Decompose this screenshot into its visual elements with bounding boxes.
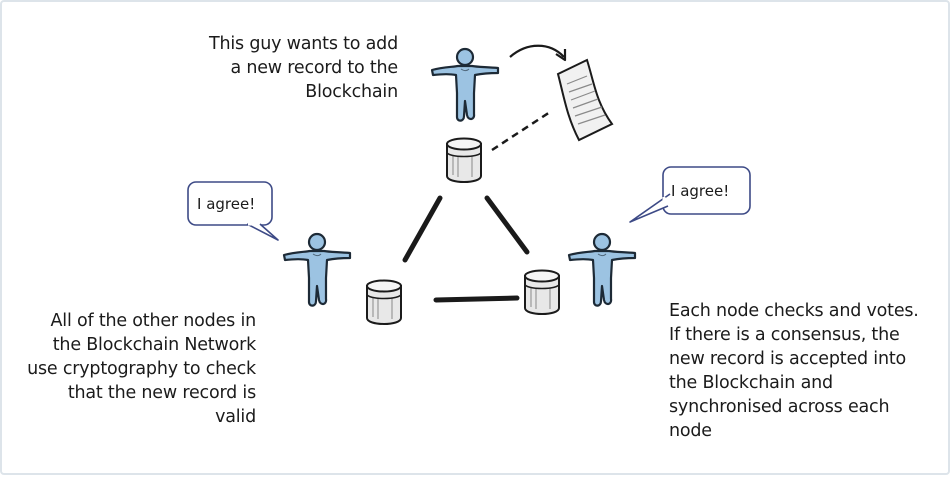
caption-line: All of the other nodes in: [50, 311, 257, 331]
speech-bubble-right: [629, 166, 751, 223]
submitter-caption: This guy wants to add a new record to th…: [152, 32, 398, 104]
record-dashed-link: [491, 110, 551, 152]
record-document-icon: [556, 58, 614, 142]
caption-line: node: [669, 421, 712, 441]
caption-line: the Blockchain Network: [52, 335, 256, 355]
caption-line: the Blockchain and: [669, 373, 833, 393]
consensus-caption: Each node checks and votes. If there is …: [669, 299, 939, 443]
caption-line: new record is accepted into: [669, 349, 907, 369]
bubble-right-text: I agree!: [671, 182, 730, 200]
database-icon-right: [524, 269, 560, 315]
bubble-left-text: I agree!: [197, 195, 256, 213]
person-icon-submitter: [430, 47, 500, 122]
validation-caption: All of the other nodes in the Blockchain…: [4, 309, 256, 429]
database-icon-top: [446, 137, 482, 183]
speech-bubble-left: [187, 181, 279, 241]
caption-line: synchronised across each: [669, 397, 890, 417]
link-top-left: [402, 195, 443, 263]
caption-line: that the new record is: [67, 383, 256, 403]
link-top-right: [484, 195, 530, 255]
person-icon-left-node: [282, 232, 352, 307]
arrow-icon: [509, 44, 565, 58]
caption-line: use cryptography to check: [27, 359, 256, 379]
caption-line: valid: [215, 407, 256, 427]
database-icon-left: [366, 279, 402, 325]
person-icon-right-node: [567, 232, 637, 307]
caption-line: Blockchain: [305, 82, 398, 102]
caption-line: This guy wants to add: [209, 34, 398, 54]
caption-line: a new record to the: [230, 58, 398, 78]
caption-line: If there is a consensus, the: [669, 325, 900, 345]
caption-line: Each node checks and votes.: [669, 301, 919, 321]
link-bottom: [433, 295, 520, 303]
